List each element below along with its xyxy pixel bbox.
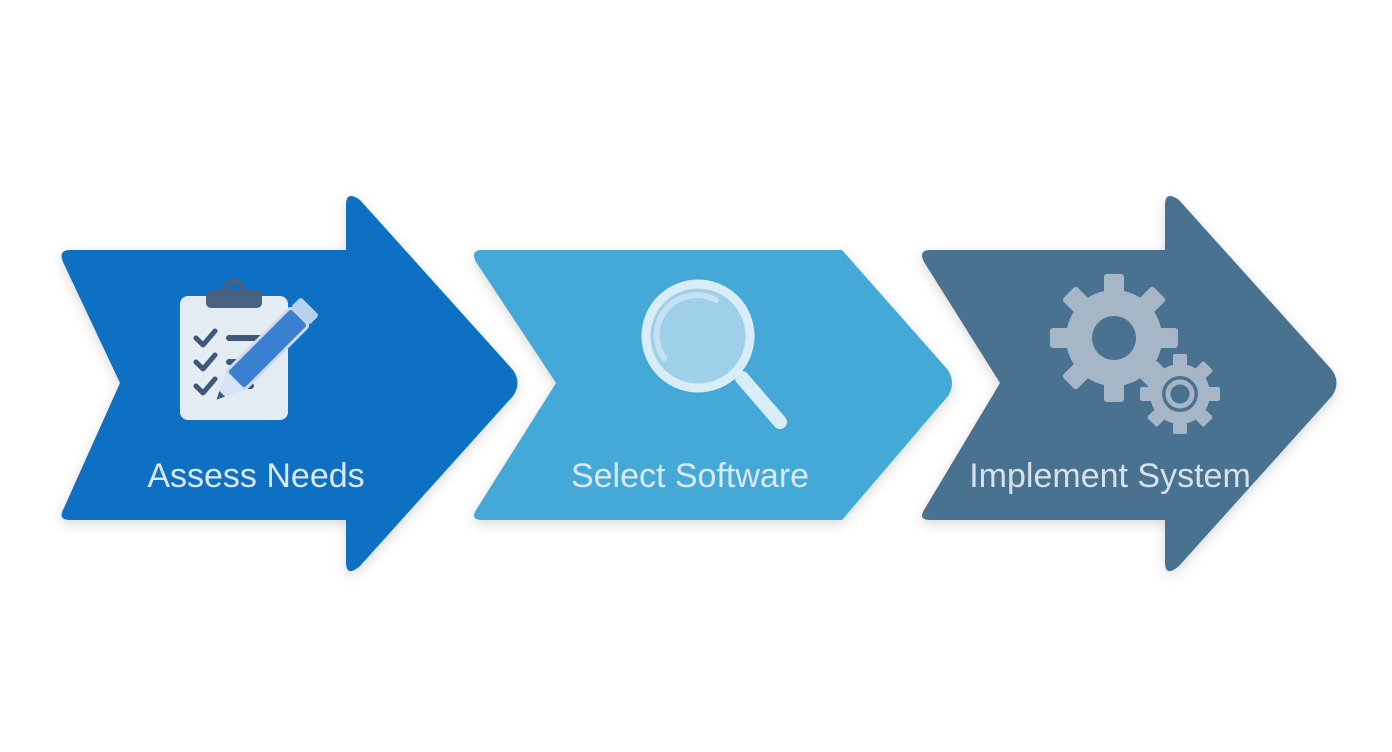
magnifying-glass-icon: [641, 279, 787, 429]
step-3-shape: [922, 196, 1337, 572]
step-2-label: Select Software: [570, 457, 810, 495]
step-1-shape: [61, 196, 518, 572]
gears-icon: [1050, 274, 1220, 434]
clipboard-checklist-pencil-icon: [180, 278, 318, 420]
step-1-label: Assess Needs: [147, 457, 365, 495]
step-3-arrow: [922, 196, 1337, 572]
step-3-label: Implement System: [969, 457, 1251, 495]
step-1-arrow: [61, 196, 518, 572]
